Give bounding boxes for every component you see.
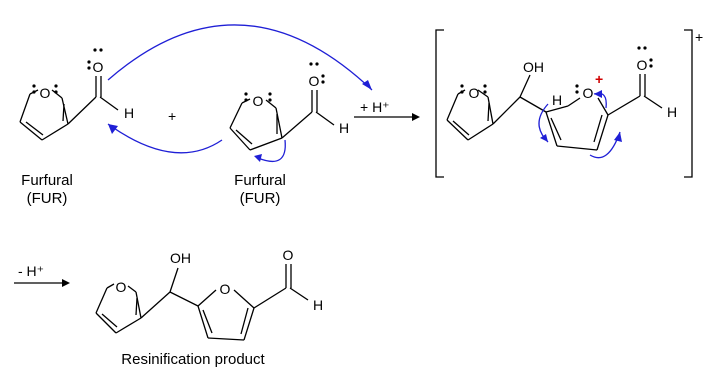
furfural-left-abbr: (FUR) [27,190,68,207]
oxonium-charge: + [595,71,603,87]
electron-push-arrows-step1 [107,24,373,163]
carbonyl-oxygen-label: O [637,57,648,73]
step2-condition: - H⁺ [18,263,44,279]
aldehyde-hydrogen-label: H [667,104,677,120]
aldehyde-hydrogen-label: H [124,105,134,121]
resinification-product-molecule: O OH O O H [95,247,323,341]
left-ring-oxygen-label: O [469,85,480,101]
intermediate-molecule: O OH H O + O H [446,46,677,151]
furfural-right-name: Furfural [234,172,286,189]
carbonyl-oxygen-label: O [309,73,320,89]
product-name: Resinification product [121,351,265,368]
step1-condition: + H⁺ [360,99,390,115]
ring-oxygen-label: O [40,85,51,101]
ring-oxygen-label: O [253,93,264,109]
intermediate-bracket [435,29,693,178]
electron-push-arrows-intermediate [538,90,622,159]
furfural-left-molecule: O O H [19,48,134,141]
carbonyl-oxygen-label: O [283,247,294,263]
furfural-right-molecule: O O H [229,62,349,151]
ring-hydrogen-label: H [552,92,562,108]
right-ring-oxygen-label: O [220,281,231,297]
carbonyl-oxygen-label: O [93,59,104,75]
bracket-charge: + [695,29,703,45]
furfural-right-abbr: (FUR) [240,190,281,207]
plus-sign: + [168,108,176,124]
aldehyde-hydrogen-label: H [339,120,349,136]
furfural-left-name: Furfural [21,172,73,189]
hydroxyl-label: OH [170,250,191,266]
aldehyde-hydrogen-label: H [313,297,323,313]
right-ring-oxygen-label: O [583,85,594,101]
left-ring-oxygen-label: O [116,279,127,295]
hydroxyl-label: OH [523,59,544,75]
